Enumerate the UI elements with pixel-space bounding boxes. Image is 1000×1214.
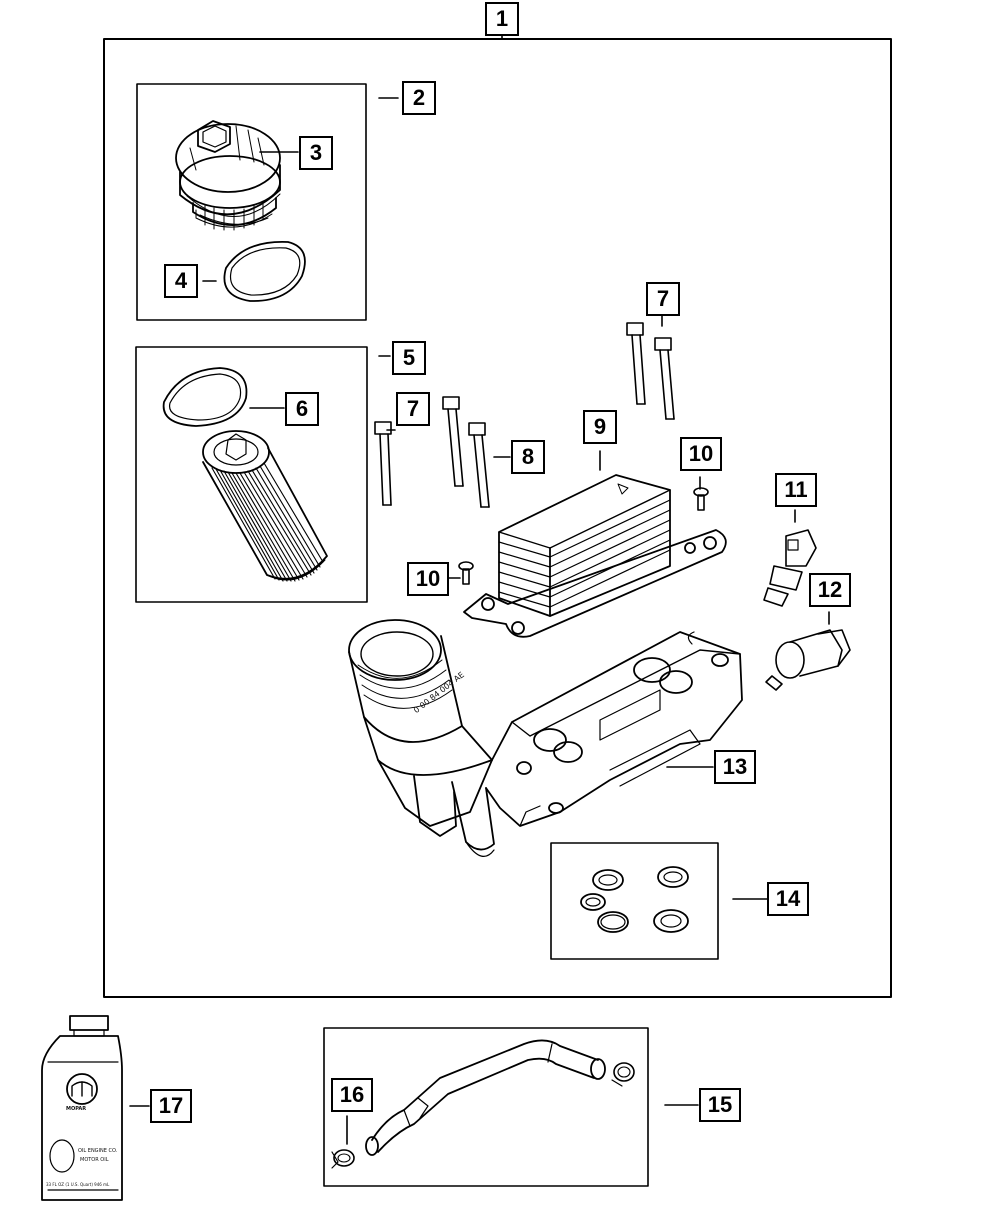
bolt (468, 422, 490, 508)
callout-16: 16 (331, 1078, 373, 1112)
bolts (374, 322, 675, 508)
pressure-sensor (763, 529, 817, 607)
screw (458, 561, 474, 585)
callout-6: 6 (285, 392, 319, 426)
seal-kit (580, 866, 689, 933)
callout-1: 1 (485, 2, 519, 36)
callout-14: 14 (767, 882, 809, 916)
callout-7-left: 7 (396, 392, 430, 426)
callout-5: 5 (392, 341, 426, 375)
temperature-sensor (765, 629, 851, 691)
filter-housing (348, 619, 743, 857)
callout-17: 17 (150, 1089, 192, 1123)
filter-gasket (162, 367, 248, 427)
callout-15: 15 (699, 1088, 741, 1122)
filter-element (202, 430, 328, 582)
bottle-volume-text: 33 FL OZ (1 U.S. Quart) 946 mL (46, 1182, 110, 1187)
callout-3: 3 (299, 136, 333, 170)
callout-7-right: 7 (646, 282, 680, 316)
screw (693, 487, 709, 511)
callout-2: 2 (402, 81, 436, 115)
assembly-frame (103, 38, 892, 998)
bottle-line1-text: OIL ENGINE CO. (78, 1148, 118, 1154)
bolt (442, 396, 464, 487)
group-frame-15 (323, 1027, 649, 1187)
callout-9: 9 (583, 410, 617, 444)
group-frame-5 (135, 346, 368, 603)
bolt (654, 337, 675, 420)
callout-10-upper: 10 (680, 437, 722, 471)
callout-4: 4 (164, 264, 198, 298)
coolant-hose (365, 1039, 606, 1156)
callout-11: 11 (775, 473, 817, 507)
cap-o-ring (223, 241, 306, 302)
group-frame-14 (550, 842, 719, 960)
filter-cap (175, 120, 281, 231)
bottle-brand-text: MOPAR (66, 1106, 87, 1112)
callout-13: 13 (714, 750, 756, 784)
callout-12: 12 (809, 573, 851, 607)
group-frame-2 (136, 83, 367, 321)
leader-lines (129, 27, 830, 1145)
callout-10-lower: 10 (407, 562, 449, 596)
hose-clamp (331, 1062, 635, 1169)
oil-cooler (463, 474, 727, 638)
bottle-line2-text: MOTOR OIL (80, 1157, 109, 1163)
callout-8: 8 (511, 440, 545, 474)
bolt (626, 322, 646, 405)
oil-bottle (41, 1015, 123, 1201)
bolt (374, 421, 392, 506)
